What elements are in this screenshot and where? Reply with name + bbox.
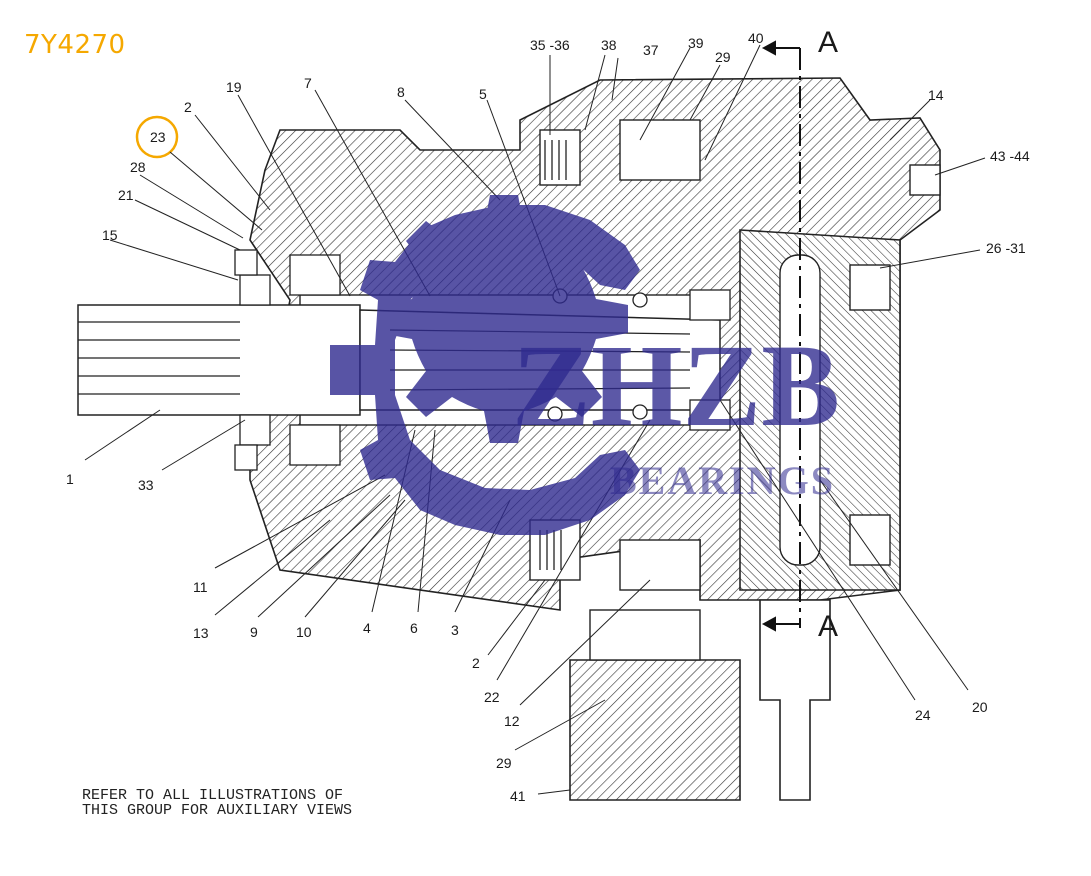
note-line-1: REFER TO ALL ILLUSTRATIONS OF [82, 787, 344, 804]
callout-10: 10 [296, 624, 312, 640]
callout-6: 6 [410, 620, 418, 636]
callout-43-44: 43 -44 [990, 148, 1030, 164]
watermark-sub: BEARINGS [610, 458, 835, 503]
piston-chamber-top [619, 119, 701, 181]
callout-28: 28 [130, 159, 146, 175]
callout-24: 24 [915, 707, 931, 723]
part-number-label: 7Y4270 [24, 30, 126, 60]
callout-14: 14 [928, 87, 944, 103]
callout-1: 1 [66, 471, 74, 487]
callout-2-bottom: 2 [472, 655, 480, 671]
reference-note: REFER TO ALL ILLUSTRATIONS OF THIS GROUP… [82, 788, 352, 818]
callout-26-31: 26 -31 [986, 240, 1026, 256]
callouts: 23 2 19 7 8 5 35 -36 38 37 39 29 40 14 4… [66, 30, 1030, 804]
callout-41: 41 [510, 788, 526, 804]
gear-icon [330, 195, 640, 535]
callout-2-top: 2 [184, 99, 192, 115]
watermark: ZHZB BEARINGS [330, 195, 840, 535]
callout-5: 5 [479, 86, 487, 102]
highlight-circle [135, 115, 179, 159]
callout-37: 37 [643, 42, 659, 58]
callout-22: 22 [484, 689, 500, 705]
callout-20: 20 [972, 699, 988, 715]
section-marker-top: A [818, 26, 838, 59]
piston-chamber-bottom [619, 539, 701, 591]
spring-pocket-top [539, 129, 581, 186]
bearings-and-seals [234, 249, 731, 471]
callout-35-36: 35 -36 [530, 37, 570, 53]
watermark-brand: ZHZB [512, 320, 840, 451]
callout-38: 38 [601, 37, 617, 53]
callout-11: 11 [193, 579, 208, 595]
callout-7: 7 [304, 75, 312, 91]
callout-9: 9 [250, 624, 258, 640]
plug-26-31 [849, 264, 891, 311]
callout-12: 12 [504, 713, 520, 729]
callout-13: 13 [193, 625, 209, 641]
section-marker-bottom: A [818, 610, 838, 643]
plug-43-44 [909, 164, 941, 196]
valve-bore [589, 609, 701, 661]
callout-40: 40 [748, 30, 764, 46]
note-line-2: THIS GROUP FOR AUXILIARY VIEWS [82, 802, 353, 819]
callout-19: 19 [226, 79, 242, 95]
callout-21: 21 [118, 187, 134, 203]
callout-3: 3 [451, 622, 459, 638]
spring-coils [539, 140, 567, 570]
valve-block [569, 659, 741, 801]
callout-8: 8 [397, 84, 405, 100]
callout-23: 23 [150, 129, 166, 145]
callout-29-top: 29 [715, 49, 731, 65]
callout-15: 15 [102, 227, 118, 243]
pilot-stem [759, 599, 831, 801]
callout-29-bottom: 29 [496, 755, 512, 771]
leader-lines [84, 44, 986, 795]
callout-33: 33 [138, 477, 154, 493]
callout-4: 4 [363, 620, 371, 636]
section-line-a-a [761, 40, 801, 632]
plug-lower [849, 514, 891, 566]
callout-39: 39 [688, 35, 704, 51]
